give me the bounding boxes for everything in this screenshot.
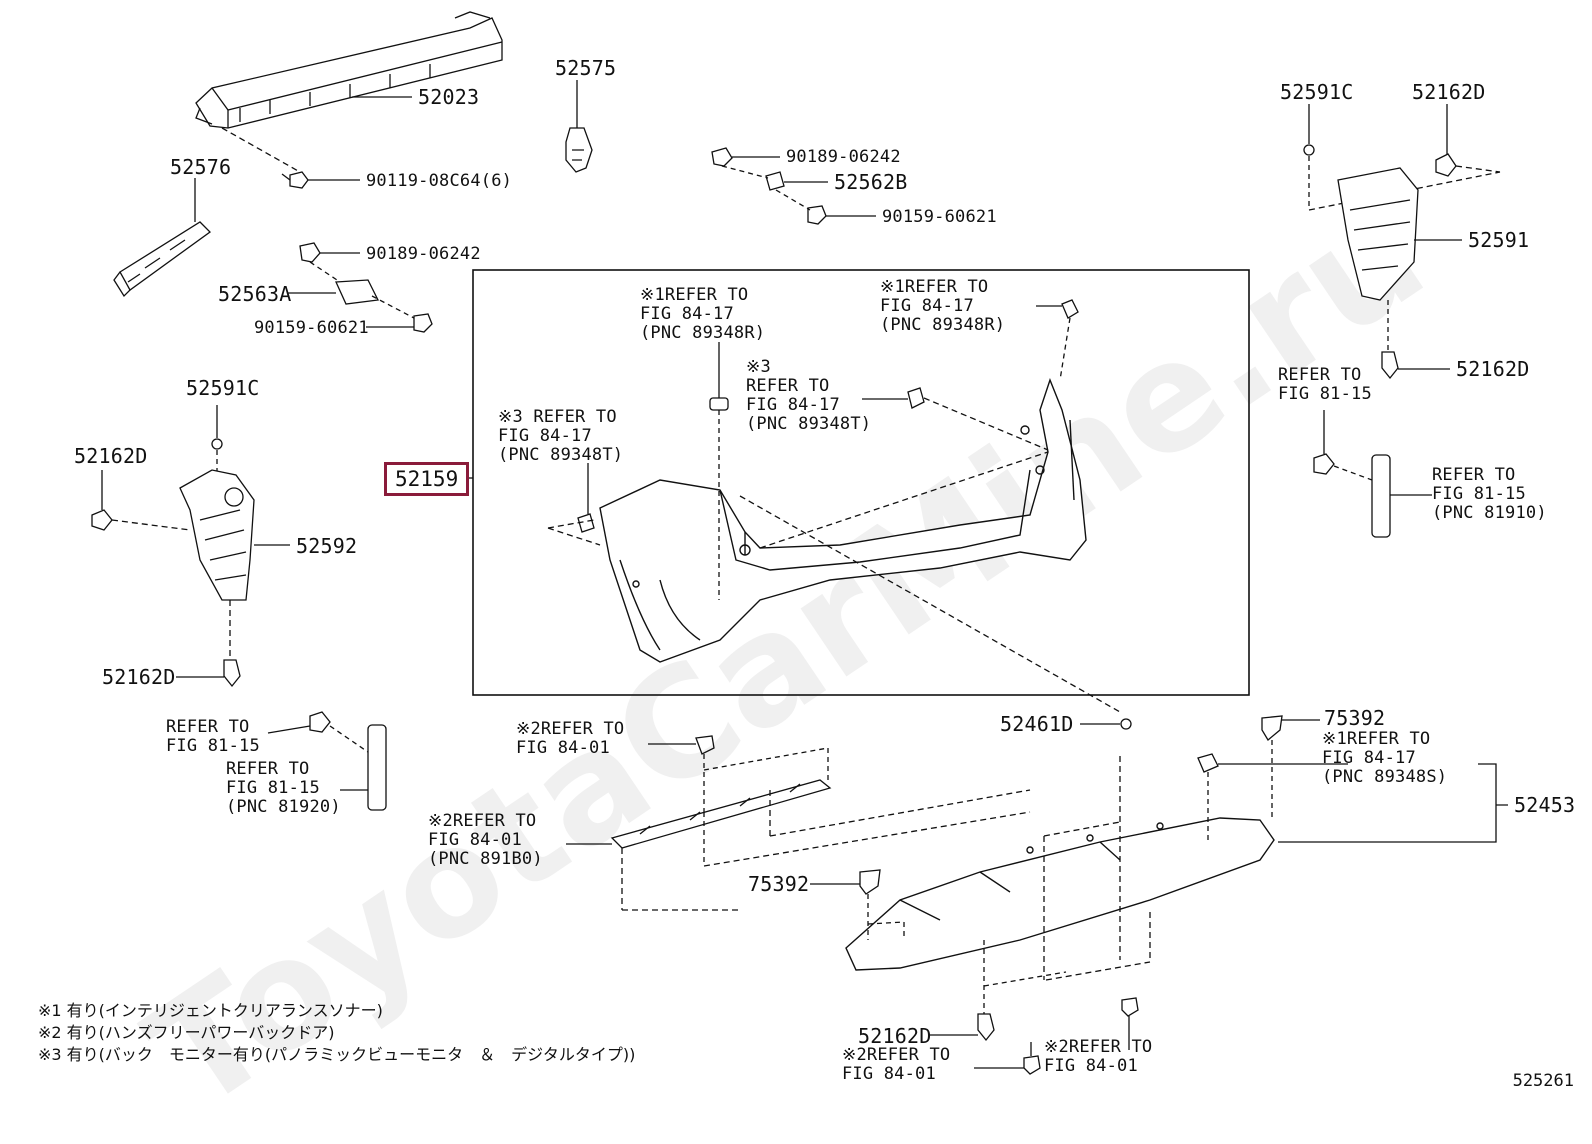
bracket-52591-drawing — [1337, 167, 1419, 301]
clip-52575-drawing — [565, 127, 593, 173]
label-90119: 90119-08C64(6) — [366, 171, 513, 191]
label-52162D-left2: 52162D — [102, 665, 176, 689]
label-52591C-left: 52591C — [186, 376, 260, 400]
clip-52162D-bottom — [977, 1013, 995, 1042]
lower-garnish-52453-drawing — [845, 817, 1275, 971]
sensor-ref-89348R-a — [709, 397, 729, 411]
label-52591C-right: 52591C — [1280, 80, 1354, 104]
parts-diagram: ToyotaCarMine.ru — [38, 11, 1576, 1144]
label-52591: 52591 — [1468, 228, 1530, 252]
ref-fig-81-15-81910[interactable]: REFER TO FIG 81-15 (PNC 81910) — [1432, 465, 1547, 523]
bolt-ref-81-15-right — [1313, 453, 1335, 475]
grommet-52591C-right — [1303, 144, 1315, 156]
label-52023: 52023 — [418, 85, 480, 109]
ref-fig-84-17-89348R-b[interactable]: ※1REFER TO FIG 84-17 (PNC 89348R) — [880, 277, 1006, 335]
reflector-left-drawing — [367, 724, 387, 811]
assembly-frame — [472, 269, 1250, 696]
ref-fig-84-17-89348S[interactable]: ※1REFER TO FIG 84-17 (PNC 89348S) — [1322, 729, 1448, 787]
label-52453: 52453 — [1514, 793, 1576, 817]
label-52162D-left1: 52162D — [74, 444, 148, 468]
footnote-3: ※3 有り(バック モニター有り(パノラミックビューモニタ ＆ デジタルタイプ)… — [38, 1045, 636, 1064]
clip-ref-84-01-top — [695, 735, 715, 755]
label-52461D: 52461D — [1000, 712, 1074, 736]
label-90159-a: 90159-60621 — [882, 207, 997, 227]
label-52162D-bottom: 52162D — [858, 1024, 932, 1048]
ref-fig-84-17-89348T-left[interactable]: ※3 REFER TO FIG 84-17 (PNC 89348T) — [498, 407, 624, 465]
bracket-52562B-drawing — [765, 171, 785, 191]
ref-fig-84-17-89348T-right[interactable]: ※3 REFER TO FIG 84-17 (PNC 89348T) — [746, 357, 872, 434]
ref-fig-84-01-top[interactable]: ※2REFER TO FIG 84-01 — [516, 719, 625, 758]
clip-75392-top — [1261, 715, 1283, 741]
label-52162D-right2: 52162D — [1456, 357, 1530, 381]
bolt-90159a-drawing — [807, 205, 827, 225]
clip-90189a-drawing — [711, 147, 733, 167]
label-90189-a: 90189-06242 — [786, 147, 901, 167]
ref-fig-81-15-right-bolt[interactable]: REFER TO FIG 81-15 — [1278, 365, 1372, 404]
ref-fig-84-01-bottom-b[interactable]: ※2REFER TO FIG 84-01 — [1044, 1037, 1153, 1076]
highlighted-part-52159[interactable]: 52159 — [384, 462, 470, 496]
reflector-right-drawing — [1371, 454, 1391, 538]
grommet-52591C-left — [211, 438, 223, 450]
label-75392-top: 75392 — [1324, 706, 1386, 730]
bracket-52576-drawing — [113, 221, 211, 298]
bolt-ref-81-15-left — [309, 711, 331, 733]
ref-fig-81-15-left-bolt[interactable]: REFER TO FIG 81-15 — [166, 717, 260, 756]
bracket-ref-89348T-right — [907, 387, 925, 409]
bumper-cover-52159-drawing — [599, 377, 1087, 663]
label-52562B: 52562B — [834, 170, 908, 194]
bolt-90159b-drawing — [413, 313, 433, 333]
label-90159-b: 90159-60621 — [254, 318, 369, 338]
bracket-52592-drawing — [179, 469, 255, 601]
diagram-number: 525261 — [1512, 1071, 1574, 1091]
ref-fig-84-17-89348R-a[interactable]: ※1REFER TO FIG 84-17 (PNC 89348R) — [640, 285, 766, 343]
sensor-ref-89348S — [1197, 753, 1219, 773]
clip-75392-bottom — [859, 869, 881, 895]
diagram-drawing — [91, 11, 1508, 1075]
clip-52162D-right1 — [1435, 153, 1457, 177]
plug-52461D — [1120, 718, 1132, 730]
ref-fig-81-15-81920[interactable]: REFER TO FIG 81-15 (PNC 81920) — [226, 759, 341, 817]
sensor-bracket-891B0-drawing — [610, 779, 832, 849]
clip-52162D-left1 — [91, 509, 113, 531]
ref-fig-84-01-bottom-a[interactable]: ※2REFER TO FIG 84-01 — [842, 1045, 951, 1084]
label-52592: 52592 — [296, 534, 358, 558]
clip-52162D-right2 — [1381, 351, 1399, 380]
footnote-1: ※1 有り(インテリジェントクリアランスソナー) — [38, 1001, 383, 1020]
bolt-90119 — [281, 171, 309, 189]
label-90189-b: 90189-06242 — [366, 244, 481, 264]
sensor-ref-89348R-b — [1061, 299, 1079, 319]
footnotes: ※1 有り(インテリジェントクリアランスソナー) ※2 有り(ハンズフリーパワー… — [38, 1000, 635, 1066]
bracket-52563A-drawing — [335, 279, 379, 305]
footnote-2: ※2 有り(ハンズフリーパワーバックドア) — [38, 1023, 335, 1042]
label-52162D-right1: 52162D — [1412, 80, 1486, 104]
reinforcement-beam-drawing — [195, 11, 503, 129]
screw-ref-84-01-a — [1023, 1042, 1041, 1075]
label-52576: 52576 — [170, 155, 232, 179]
bracket-ref-89348T-left — [577, 513, 595, 533]
clip-52162D-left2 — [223, 659, 241, 688]
clip-90189b-drawing — [299, 242, 321, 263]
label-52563A: 52563A — [218, 282, 292, 306]
label-75392-bottom: 75392 — [748, 872, 810, 896]
screw-ref-84-01-b — [1121, 997, 1139, 1050]
ref-fig-84-01-891B0[interactable]: ※2REFER TO FIG 84-01 (PNC 891B0) — [428, 811, 543, 869]
label-52575: 52575 — [555, 56, 617, 80]
